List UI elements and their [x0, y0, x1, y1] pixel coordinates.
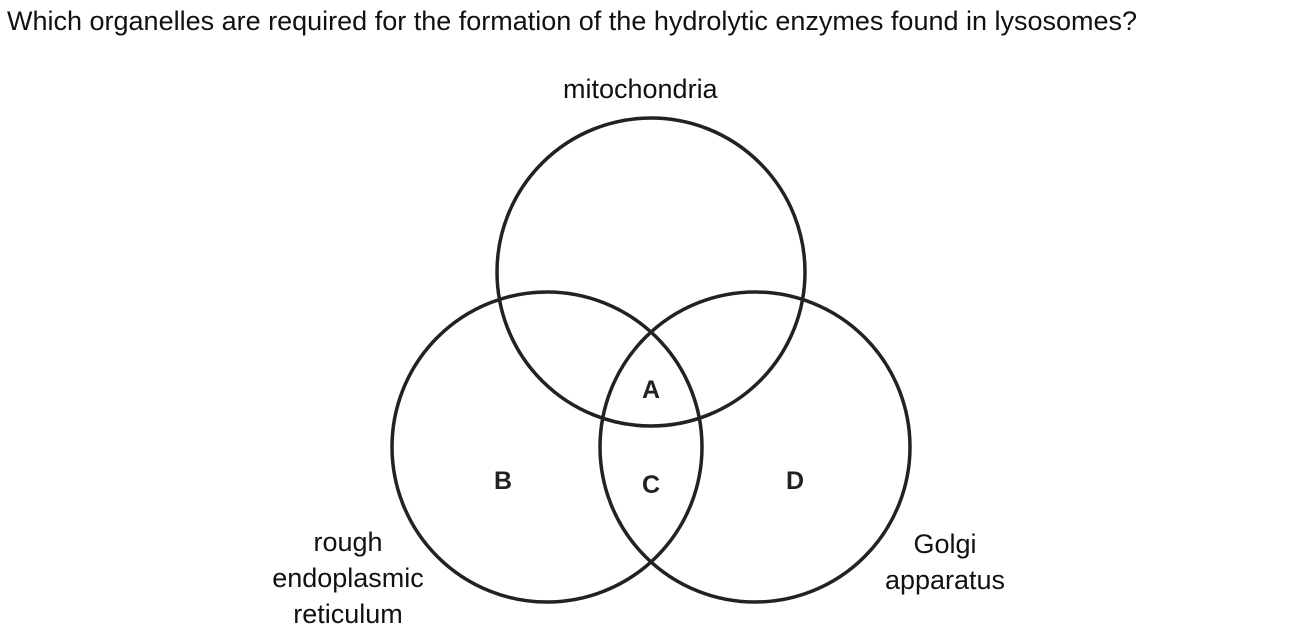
label-mitochondria-text: mitochondria: [563, 74, 718, 104]
circle-rough-er: [390, 290, 704, 604]
label-rough-er: rough endoplasmic reticulum: [258, 524, 438, 632]
region-a-label: A: [642, 376, 660, 404]
region-b-label: B: [494, 467, 512, 495]
circle-mitochondria: [495, 116, 807, 428]
label-golgi-line-1: Golgi: [913, 529, 977, 559]
region-c-label: C: [642, 471, 660, 499]
circle-golgi: [598, 290, 912, 604]
label-mitochondria: mitochondria: [563, 71, 718, 107]
label-golgi-line-2: apparatus: [884, 565, 1006, 595]
label-rough-er-line-3: reticulum: [293, 599, 403, 629]
label-rough-er-line-1: rough: [313, 527, 383, 557]
question-text: Which organelles are required for the fo…: [7, 6, 1138, 36]
region-d-label: D: [786, 467, 804, 495]
label-golgi: Golgi apparatus: [875, 526, 1015, 598]
label-rough-er-line-2: endoplasmic: [272, 563, 424, 593]
